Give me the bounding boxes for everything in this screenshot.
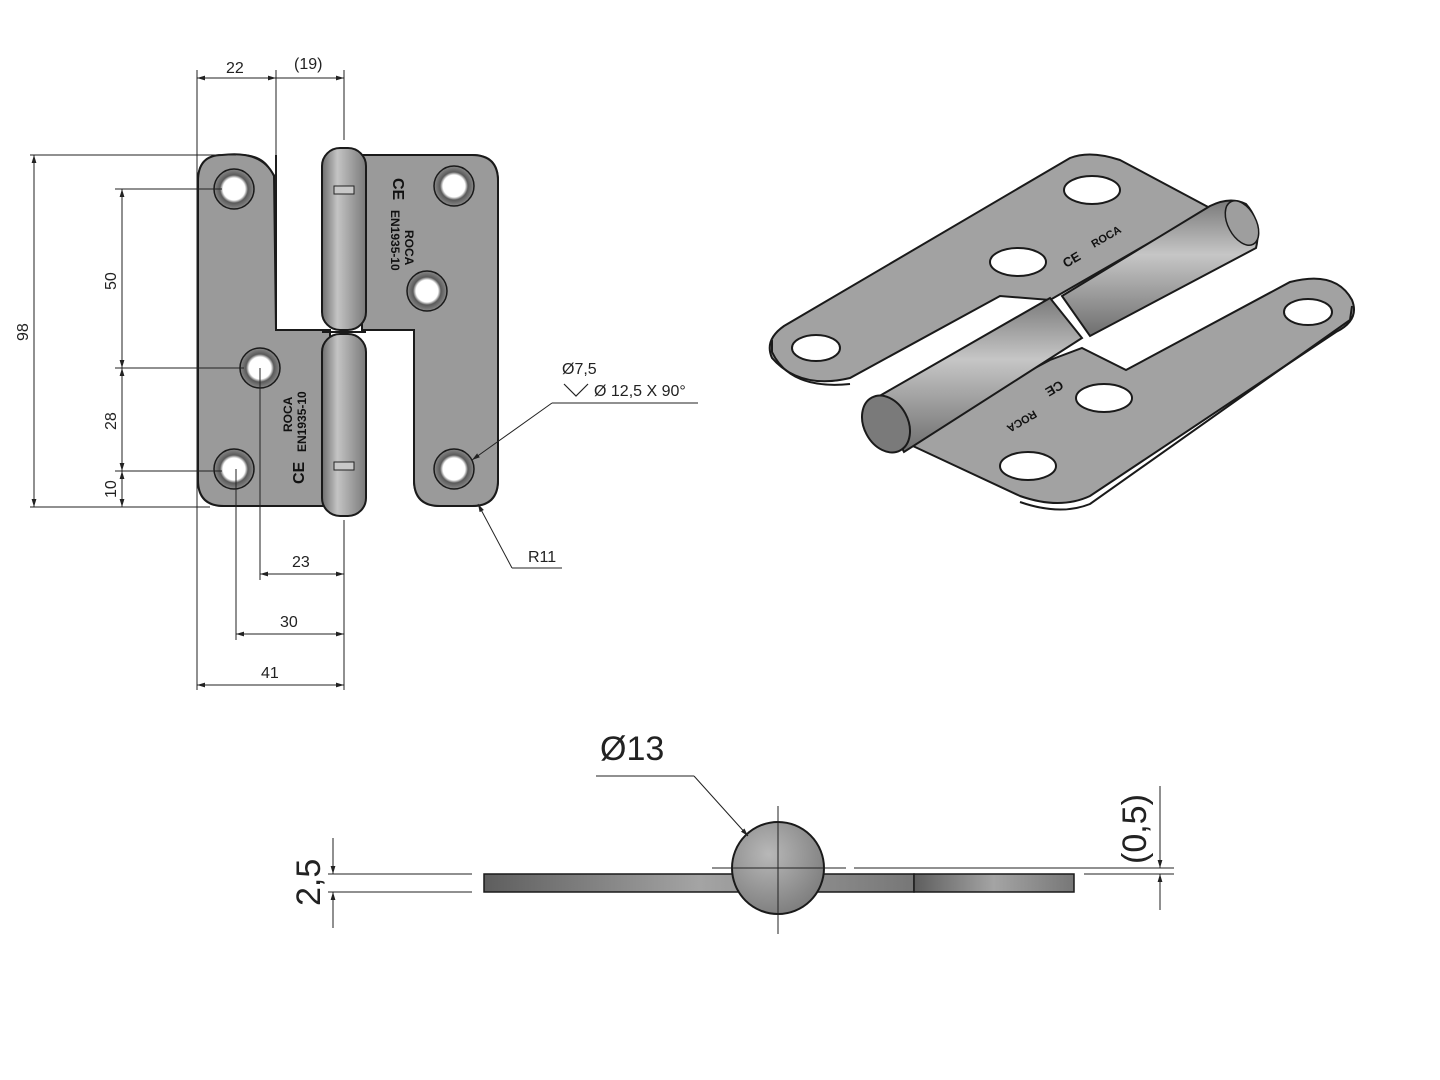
pin-dia-label: Ø13 [600, 730, 664, 768]
ce-mark: CE [389, 178, 406, 201]
pin-3d-end [861, 394, 911, 454]
ce-mark: CE [291, 461, 308, 484]
dim-28: 28 [103, 412, 120, 430]
dim-30: 30 [280, 614, 298, 631]
dim-23: 23 [292, 554, 310, 571]
hole [213, 448, 255, 490]
gap-label: (0,5) [1116, 794, 1154, 864]
dim-19: (19) [294, 56, 322, 73]
front-dimensions: 22 (19) 98 50 28 10 23 30 41 Ø7,5 Ø 12,5… [15, 56, 698, 690]
pin-lower [321, 333, 367, 517]
side-leaf-right [913, 873, 1075, 893]
pin-3d-upper [1060, 199, 1259, 338]
upper-leaf-3d [768, 153, 1213, 383]
hole-dia-label: Ø7,5 [562, 361, 597, 378]
dim-10: 10 [103, 480, 120, 498]
brand-mark: ROCA [281, 396, 295, 432]
pin-upper [321, 147, 367, 331]
brand-mark: ROCA [402, 230, 416, 266]
hole [406, 270, 448, 312]
standard-mark: EN1935-10 [295, 391, 309, 452]
hole [433, 448, 475, 490]
hinge-front-view: CE EN1935-10 ROCA CE EN1935-10 ROCA [197, 147, 499, 640]
dim-41: 41 [261, 665, 279, 682]
side-leaf-left [483, 873, 915, 893]
dim-22: 22 [226, 60, 244, 77]
countersink-label: Ø 12,5 X 90° [594, 383, 686, 400]
hinge-side-view: Ø13 2,5 (0,5) [290, 730, 1174, 934]
standard-mark: EN1935-10 [388, 210, 402, 271]
thickness-label: 2,5 [290, 859, 328, 906]
countersink-icon [563, 383, 589, 397]
hinge-3d-view: CE ROCA CE ROCA [768, 153, 1355, 511]
hole [433, 165, 475, 207]
dim-98: 98 [15, 323, 32, 341]
dim-50: 50 [103, 272, 120, 290]
radius-label: R11 [528, 549, 556, 566]
